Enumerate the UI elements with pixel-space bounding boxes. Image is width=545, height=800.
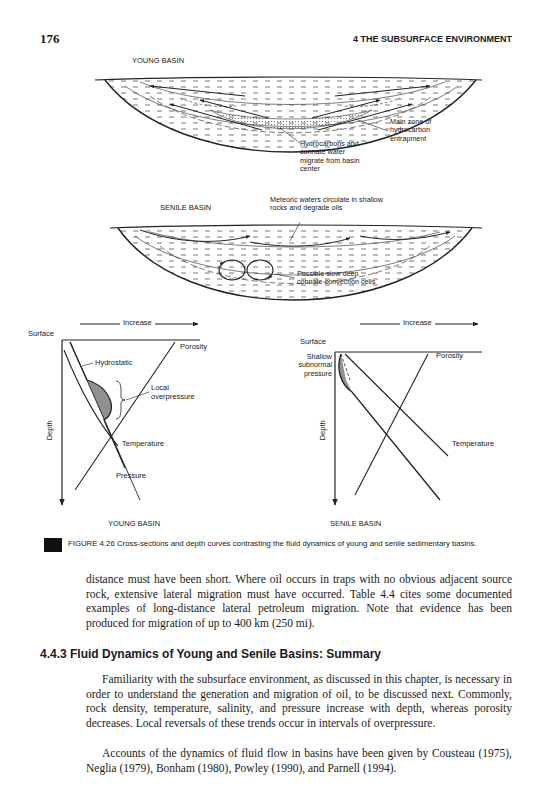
figure-stroke bbox=[250, 238, 350, 246]
running-head: 4 THE SUBSURFACE ENVIRONMENT bbox=[300, 34, 512, 44]
figure-stroke bbox=[75, 342, 175, 490]
curve-label: Temperature bbox=[452, 440, 494, 449]
figure-stroke bbox=[110, 225, 482, 228]
axis-label: Depth bbox=[319, 420, 328, 440]
figure-stroke bbox=[170, 104, 262, 130]
caption-marker bbox=[44, 538, 62, 552]
callout-label: Meteoric waters circulate in shallow roc… bbox=[270, 196, 402, 213]
figure-stroke bbox=[140, 82, 445, 105]
figure-stroke bbox=[118, 228, 472, 300]
figure-stroke bbox=[247, 260, 273, 280]
axis-label: Surface bbox=[300, 338, 326, 347]
figure-stroke bbox=[275, 274, 295, 278]
section-title: SENILE BASIN bbox=[160, 204, 211, 213]
figure-stroke bbox=[105, 80, 476, 152]
figure-stroke bbox=[334, 352, 335, 505]
figure-stroke bbox=[360, 232, 450, 239]
figure-stroke bbox=[221, 262, 224, 264]
body-paragraph: Accounts of the dynamics of fluid flow i… bbox=[86, 746, 512, 775]
figure-stroke bbox=[268, 276, 271, 278]
section-heading: 4.4.3 Fluid Dynamics of Young and Senile… bbox=[40, 648, 381, 662]
figure-stroke bbox=[116, 381, 125, 419]
section-title: YOUNG BASIN bbox=[132, 57, 184, 66]
curve-label: Pressure bbox=[116, 472, 146, 481]
callout-label: Main zone of hydrocarbon entrapment bbox=[390, 118, 456, 143]
curve-label: Porosity bbox=[180, 343, 207, 352]
axis-label: Depth bbox=[46, 420, 55, 440]
young-basin-section bbox=[95, 77, 482, 152]
figure-stroke bbox=[95, 77, 482, 80]
figure-stroke bbox=[82, 363, 93, 366]
figure-stroke bbox=[345, 354, 448, 456]
figure-stroke bbox=[355, 119, 388, 131]
figure-stroke bbox=[140, 230, 250, 241]
figure-stroke bbox=[210, 110, 372, 129]
axis-label: Increase bbox=[120, 319, 155, 328]
plot-title: SENILE BASIN bbox=[330, 520, 381, 529]
figure-stroke bbox=[290, 222, 300, 241]
header-space bbox=[40, 50, 512, 51]
figure-stroke bbox=[219, 260, 245, 280]
page-number: 176 bbox=[40, 32, 60, 47]
figure-stroke bbox=[126, 392, 149, 400]
senile-depth-plot bbox=[335, 324, 482, 505]
figure-stroke bbox=[335, 86, 430, 96]
curve-label: Porosity bbox=[436, 352, 463, 361]
figure-stroke bbox=[339, 354, 440, 500]
figure-stroke bbox=[280, 128, 300, 143]
figure-stroke bbox=[150, 96, 432, 133]
plot-title: YOUNG BASIN bbox=[108, 520, 160, 529]
figure-stroke bbox=[62, 340, 200, 341]
curve-label: Temperature bbox=[122, 440, 164, 449]
callout-label: Possible slow deep connate convection ce… bbox=[297, 270, 377, 287]
curve-label: Shallow subnormal pressure bbox=[290, 353, 332, 378]
body-paragraph: distance must have been short. Where oil… bbox=[86, 572, 512, 631]
senile-basin-section bbox=[110, 222, 482, 300]
young-depth-plot bbox=[62, 324, 200, 505]
figure-stroke bbox=[135, 236, 455, 275]
callout-label: Hydrocarbons and connate water migrate f… bbox=[300, 140, 368, 173]
curve-label: Local overpressure bbox=[151, 384, 211, 401]
figure-stroke bbox=[160, 246, 430, 284]
figure-caption: FIGURE 4.26 Cross-sections and depth cur… bbox=[68, 539, 518, 549]
axis-label: Surface bbox=[28, 330, 54, 339]
curve-label: Hydrostatic bbox=[95, 359, 133, 368]
body-paragraph: Familiarity with the subsurface environm… bbox=[86, 672, 512, 731]
axis-label: Increase bbox=[400, 319, 435, 328]
figure-stroke bbox=[150, 86, 245, 96]
figure-stroke bbox=[105, 80, 476, 152]
figure-stroke bbox=[61, 340, 62, 505]
figure-stroke bbox=[118, 228, 472, 300]
